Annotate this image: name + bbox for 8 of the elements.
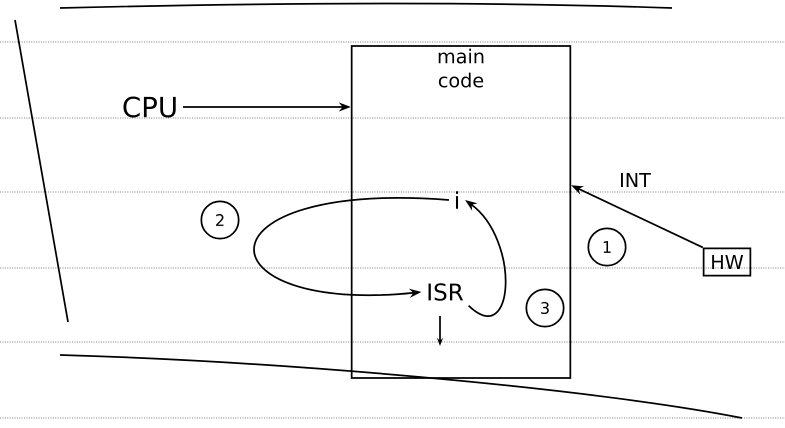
callout-number: 3 (525, 288, 565, 328)
cpu-label: CPU (123, 96, 176, 118)
edge-label: INT (618, 172, 652, 188)
isr-label: ISR (428, 283, 464, 301)
callout-number: 2 (200, 200, 240, 240)
instruction-marker: i (456, 191, 458, 209)
hardware-box: HW (702, 247, 752, 277)
callout-number: 1 (587, 227, 627, 267)
